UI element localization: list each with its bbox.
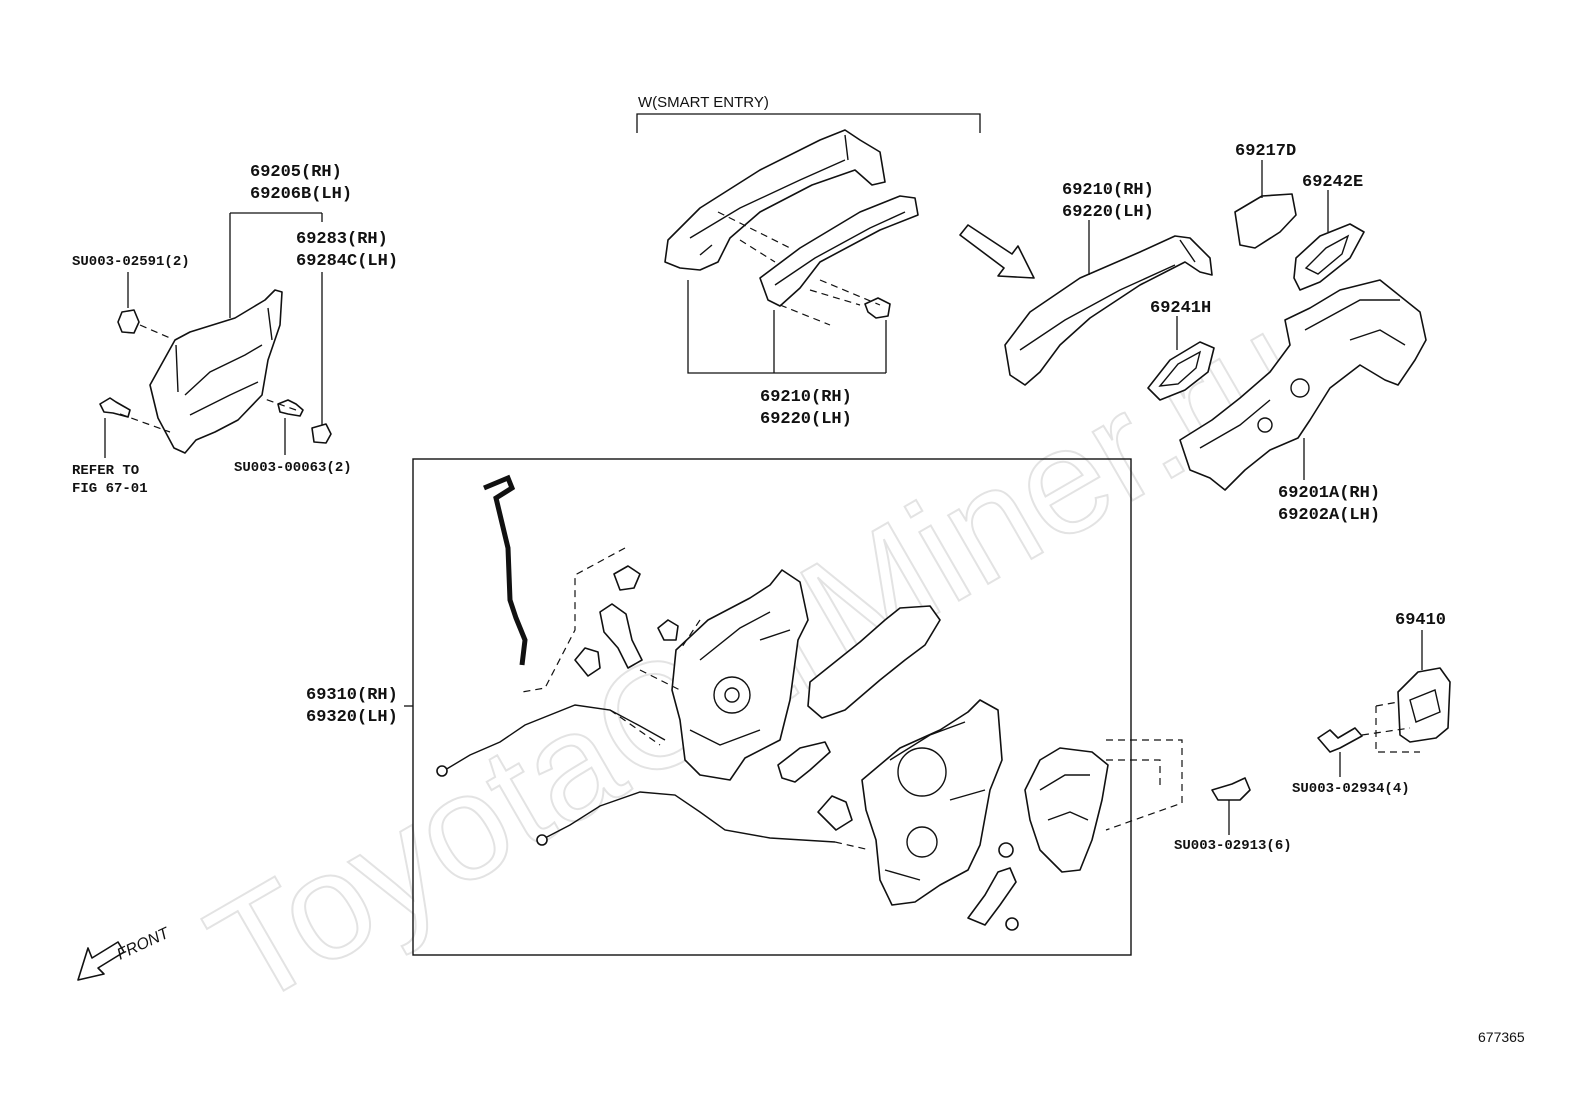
label-69201a-rh: 69201A(RH) — [1278, 484, 1380, 503]
label-69310-rh: 69310(RH) — [306, 686, 398, 705]
lock-body-right-gear-2 — [906, 826, 938, 858]
smart-entry-handle-detail — [689, 134, 849, 256]
smart-entry-handle-drawing — [664, 129, 886, 271]
nut-drawing — [117, 309, 140, 334]
lock-assembly-box — [412, 458, 1132, 956]
label-69242e: 69242E — [1302, 173, 1363, 192]
label-su003-02934: SU003-02934(4) — [1292, 781, 1410, 797]
frame-69201a-detail — [1199, 299, 1406, 449]
lock-cover-drawing — [807, 605, 941, 719]
lock-guides — [521, 547, 1183, 851]
inside-handle-guides — [119, 324, 297, 433]
frame-69201a-hole-2 — [1257, 417, 1273, 433]
direction-arrow-icon — [959, 224, 1035, 279]
label-refer-to: REFER TO — [72, 463, 139, 479]
smart-entry-cover-detail — [774, 211, 906, 286]
smart-entry-screw-drawing — [864, 297, 891, 319]
label-69320-lh: 69320(LH) — [306, 708, 398, 727]
label-su003-00063: SU003-00063(2) — [234, 460, 352, 476]
figure-number: 677365 — [1478, 1029, 1525, 1045]
inside-handle-detail — [175, 307, 273, 416]
latch-drawing — [1024, 747, 1109, 873]
label-su003-02591: SU003-02591(2) — [72, 254, 190, 270]
lock-body-right-detail — [884, 721, 986, 881]
label-69210-rh-top: 69210(RH) — [1062, 181, 1154, 200]
front-label: FRONT — [115, 924, 173, 963]
cable-upper-drawing — [444, 704, 666, 771]
label-69210-rh-mid: 69210(RH) — [760, 388, 852, 407]
outside-handle-detail — [1019, 239, 1196, 351]
smart-entry-group — [636, 113, 981, 374]
gasket-69242e-inner — [1304, 234, 1350, 275]
lock-body-left-detail — [689, 611, 791, 746]
small-pin-drawing — [1005, 917, 1019, 931]
striker-guides — [1361, 701, 1420, 753]
label-su003-02913: SU003-02913(6) — [1174, 838, 1292, 854]
label-69217d: 69217D — [1235, 142, 1296, 161]
label-refer-fig: FIG 67-01 — [72, 481, 148, 497]
lock-body-right-drawing — [861, 699, 1003, 906]
lock-body-left-gear-hub — [724, 687, 740, 703]
cable-lower-end — [536, 834, 548, 846]
frame-69201a-hole — [1290, 378, 1310, 398]
clip-top-drawing — [613, 565, 641, 591]
smart-entry-bracket — [636, 113, 981, 133]
smart-entry-guides — [717, 211, 881, 326]
cable-upper-end — [436, 765, 448, 777]
small-clip-drawing — [998, 842, 1014, 858]
outside-handle-drawing — [1004, 235, 1213, 386]
inside-handle-group — [99, 212, 332, 458]
label-69220-lh-mid: 69220(LH) — [760, 410, 852, 429]
label-69206b-lh: 69206B(LH) — [250, 185, 352, 204]
cap-69217d-drawing — [1234, 193, 1297, 249]
front-arrow-icon — [77, 941, 125, 981]
label-69283-rh: 69283(RH) — [296, 230, 388, 249]
spring-drawing — [574, 647, 601, 677]
lock-body-right-gear — [897, 747, 947, 797]
striker-screw-drawing — [1317, 727, 1363, 753]
lock-body-left-gear — [713, 676, 751, 714]
label-69284c-lh: 69284C(LH) — [296, 252, 398, 271]
label-69202a-lh: 69202A(LH) — [1278, 506, 1380, 525]
inside-handle-drawing — [149, 289, 283, 454]
label-69410: 69410 — [1395, 611, 1446, 630]
outside-handle-group — [1004, 220, 1213, 386]
label-69220-lh-top: 69220(LH) — [1062, 203, 1154, 222]
lock-assembly-group — [404, 474, 1183, 931]
latch-screw-drawing — [1211, 777, 1251, 801]
bolt-left-drawing — [99, 397, 131, 418]
front-indicator: FRONT — [77, 924, 173, 981]
small-bolt-drawing — [657, 619, 679, 641]
inside-handle-leaders — [104, 212, 323, 458]
frame-69201a-drawing — [1179, 279, 1427, 491]
gasket-69241h-inner — [1158, 350, 1202, 387]
rod-drawing — [483, 474, 528, 666]
smart-entry-cover-drawing — [759, 195, 919, 307]
striker-leaders — [1228, 630, 1423, 835]
lever-drawing — [599, 603, 643, 669]
label-69205-rh: 69205(RH) — [250, 163, 342, 182]
label-69241h: 69241H — [1150, 299, 1211, 318]
smart-entry-leaders — [687, 280, 887, 374]
cable-lower-drawing — [544, 791, 836, 843]
cap-drawing — [311, 423, 332, 444]
latch-detail — [1039, 774, 1090, 821]
label-smart-entry: W(SMART ENTRY) — [638, 94, 769, 111]
striker-group — [1211, 630, 1451, 835]
small-lever-right-drawing — [967, 867, 1017, 926]
striker-detail — [1409, 689, 1441, 723]
striker-drawing — [1397, 667, 1451, 743]
gasket-69242e-drawing — [1293, 223, 1365, 291]
bracket-drawing — [777, 741, 831, 783]
lock-body-left-drawing — [671, 569, 809, 781]
small-lever-drawing — [817, 795, 853, 831]
